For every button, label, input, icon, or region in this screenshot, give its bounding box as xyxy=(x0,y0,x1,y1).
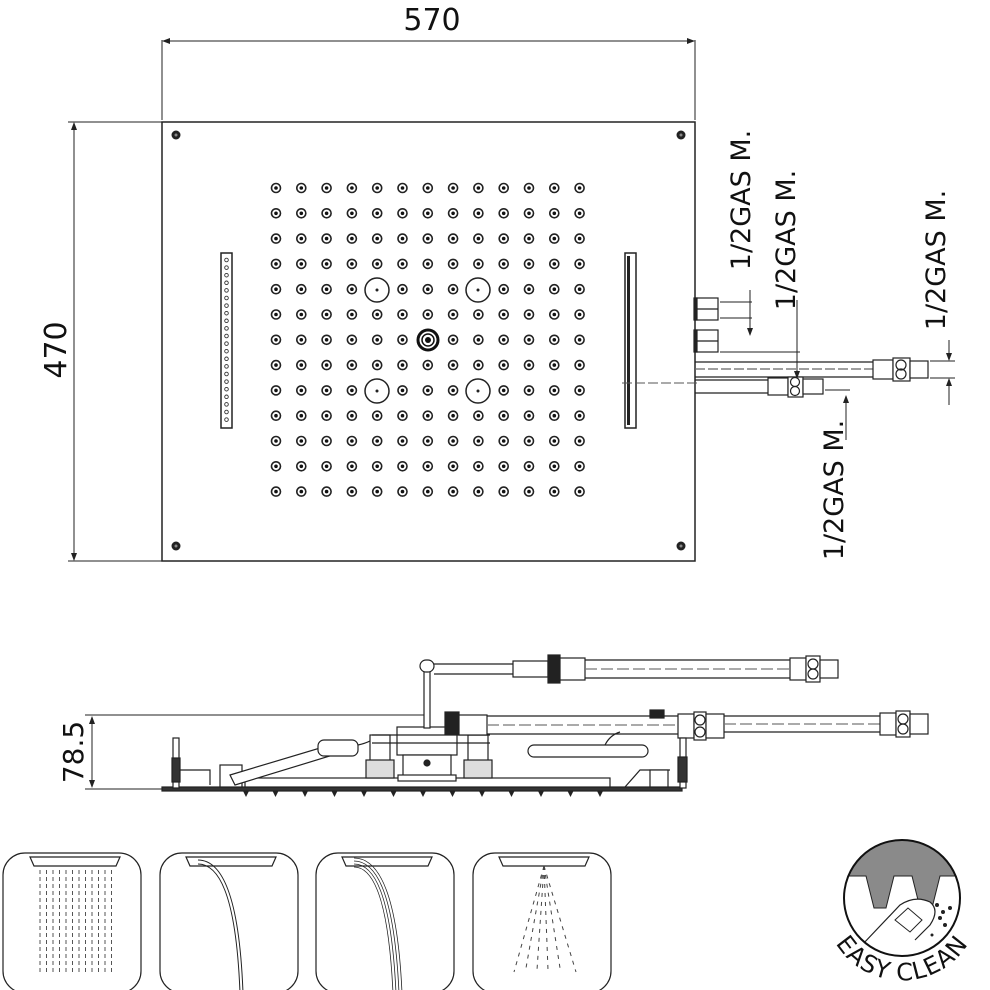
mist-nozzle-icons xyxy=(364,277,491,404)
connection-label-2: 1/2GAS M. xyxy=(771,170,802,310)
center-light-icon xyxy=(416,328,440,352)
width-dimension-label: 570 xyxy=(403,3,460,38)
rain-function-icon xyxy=(2,852,142,990)
connection-label-3: 1/2GAS M. xyxy=(921,190,952,330)
top-view: 570 470 xyxy=(39,3,955,562)
side-nozzles xyxy=(243,791,603,797)
left-waterfall-blade xyxy=(220,252,233,429)
side-height-dimension-label: 78.5 xyxy=(57,721,90,783)
waterfall-single-function-icon xyxy=(159,852,299,990)
connection-label-1: 1/2GAS M. xyxy=(726,130,757,270)
height-dimension-label: 470 xyxy=(39,321,74,378)
blade-holes xyxy=(224,257,229,422)
mist-function-icon xyxy=(472,852,612,990)
inlet-fittings xyxy=(693,297,929,398)
rain-nozzle-grid xyxy=(270,182,585,497)
easy-clean-badge: EASY CLEAN xyxy=(830,839,973,987)
connection-dimension-lines xyxy=(720,290,955,440)
corner-screw-icons xyxy=(171,130,686,551)
function-icons xyxy=(2,852,612,990)
side-view: 78.5 xyxy=(57,654,929,797)
connection-label-4: 1/2GAS M. xyxy=(819,420,850,560)
right-waterfall-blade xyxy=(622,252,700,429)
waterfall-cascade-function-icon xyxy=(315,852,455,990)
